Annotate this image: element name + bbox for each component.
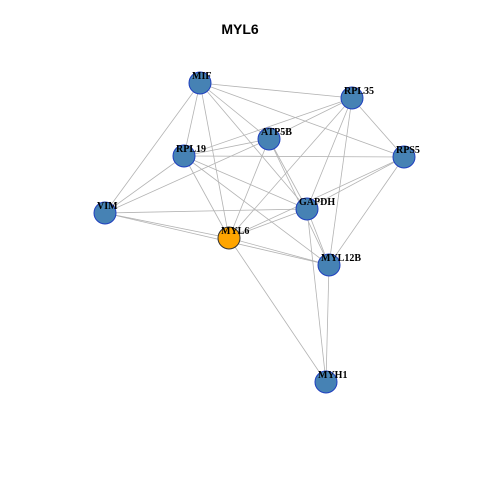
- node-label-myl12b: MYL12B: [321, 253, 361, 264]
- edge-rps5-myl6: [228, 156, 405, 239]
- edge-myl6-myh1: [228, 237, 327, 383]
- edge-vim-myl12b: [104, 212, 330, 266]
- node-vim: [93, 201, 117, 225]
- node-rpl35: [340, 86, 364, 110]
- edge-mif-atp5b: [199, 82, 270, 140]
- node-label-gapdh: GAPDH: [299, 197, 335, 208]
- node-label-mif: MIF: [192, 71, 211, 82]
- edge-rpl19-myl6: [183, 155, 230, 239]
- edge-rpl19-gapdh: [183, 155, 308, 210]
- edge-gapdh-myh1: [306, 208, 327, 383]
- node-myl6: [217, 226, 241, 250]
- edge-rpl19-vim: [104, 155, 185, 214]
- node-myl12b: [317, 253, 341, 277]
- node-label-myl6: MYL6: [221, 226, 249, 237]
- node-rps5: [392, 145, 416, 169]
- edge-mif-vim: [104, 82, 201, 214]
- edge-mif-rpl35: [199, 82, 353, 99]
- node-label-myh1: MYH1: [318, 370, 347, 381]
- edge-atp5b-myl6: [228, 138, 270, 239]
- node-rpl19: [172, 144, 196, 168]
- edge-rpl35-rpl19: [183, 97, 353, 157]
- edge-mif-rps5: [199, 82, 405, 158]
- edges-layer: [104, 82, 405, 383]
- edge-myl12b-myh1: [325, 264, 330, 383]
- edge-rpl35-myl6: [228, 97, 353, 239]
- node-label-rps5: RPS5: [396, 145, 420, 156]
- edge-vim-gapdh: [104, 208, 308, 214]
- edge-mif-myl6: [199, 82, 230, 239]
- edge-rps5-gapdh: [306, 156, 405, 210]
- edge-rpl35-gapdh: [306, 97, 353, 210]
- node-label-vim: VIM: [97, 201, 118, 212]
- node-mif: [188, 71, 212, 95]
- edge-mif-rpl19: [183, 82, 201, 157]
- edge-rpl19-rps5: [183, 155, 405, 158]
- node-label-atp5b: ATP5B: [261, 127, 292, 138]
- node-gapdh: [295, 197, 319, 221]
- edge-rpl35-rps5: [351, 97, 405, 158]
- edge-vim-myl6: [104, 212, 230, 239]
- edge-atp5b-rpl19: [183, 138, 270, 157]
- edge-gapdh-myl6: [228, 208, 308, 239]
- edge-rps5-myl12b: [328, 156, 405, 266]
- node-label-rpl19: RPL19: [176, 144, 206, 155]
- node-myh1: [314, 370, 338, 394]
- edge-rpl35-myl12b: [328, 97, 353, 266]
- edge-rpl35-atp5b: [268, 97, 353, 140]
- edge-rpl19-myl12b: [183, 155, 330, 266]
- diagram-title: MYL6: [221, 21, 259, 37]
- node-atp5b: [257, 127, 281, 151]
- edge-atp5b-gapdh: [268, 138, 308, 210]
- edge-myl6-myl12b: [228, 237, 330, 266]
- node-label-rpl35: RPL35: [344, 86, 374, 97]
- edge-atp5b-vim: [104, 138, 270, 214]
